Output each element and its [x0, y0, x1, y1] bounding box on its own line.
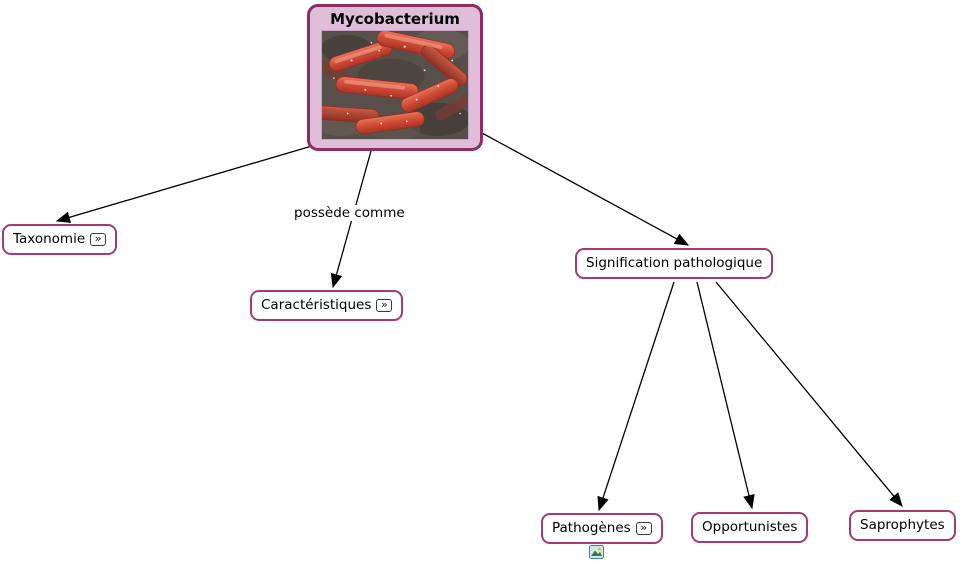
node-pathogenes[interactable]: Pathogènes » [541, 513, 663, 544]
node-saprophytes-label: Saprophytes [860, 517, 945, 533]
node-opportunistes[interactable]: Opportunistes [691, 512, 809, 543]
node-mycobacterium-label: Mycobacterium [330, 10, 460, 28]
node-taxonomie[interactable]: Taxonomie » [2, 224, 118, 255]
mycobacterium-image [321, 30, 469, 140]
node-opportunistes-label: Opportunistes [702, 519, 798, 535]
node-signification-pathologique-label: Signification pathologique [586, 255, 763, 271]
node-signification-pathologique[interactable]: Signification pathologique [575, 248, 774, 279]
edge-label-possede-comme[interactable]: possède comme [291, 205, 408, 221]
node-pathogenes-label: Pathogènes [552, 520, 631, 536]
node-caracteristiques[interactable]: Caractéristiques » [250, 290, 404, 321]
node-mycobacterium[interactable]: Mycobacterium [307, 4, 483, 151]
node-saprophytes[interactable]: Saprophytes [849, 510, 956, 541]
expand-children-icon[interactable]: » [376, 298, 393, 312]
expand-children-icon[interactable]: » [635, 521, 652, 535]
node-caracteristiques-label: Caractéristiques [261, 297, 372, 313]
expand-children-icon[interactable]: » [90, 232, 107, 246]
node-taxonomie-label: Taxonomie [13, 231, 86, 247]
image-resource-icon[interactable] [589, 545, 604, 559]
